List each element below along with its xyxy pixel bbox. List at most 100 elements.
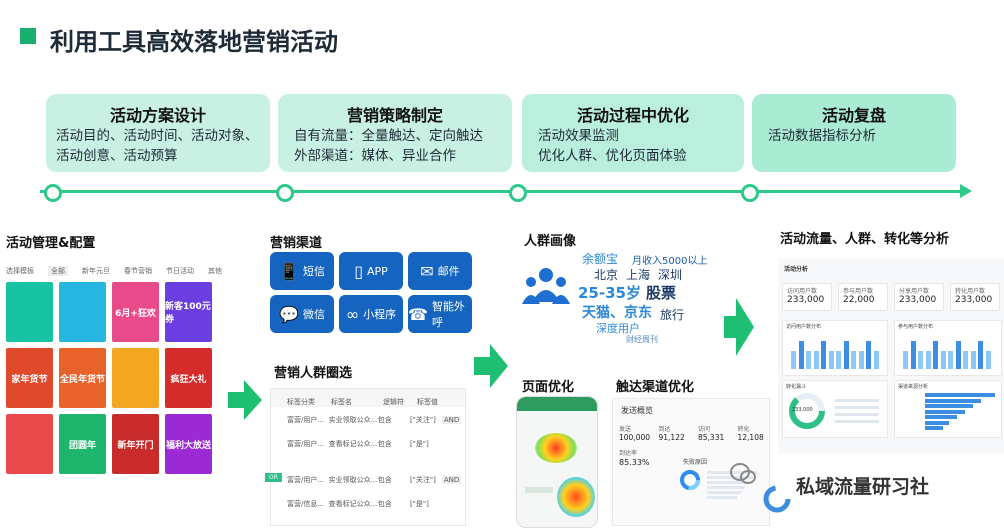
chart-bar — [813, 351, 819, 369]
word: 天猫、京东 — [582, 305, 652, 321]
hbar — [925, 426, 943, 430]
table-row: 富营/信息...查看标记公众...包含["是"] — [271, 493, 465, 515]
table-row: 富营/用户...实业领取公众...包含["关注"]AND — [271, 467, 465, 493]
channel-tile[interactable]: ☎智能外呼 — [408, 295, 472, 333]
phone-header — [517, 397, 597, 411]
metric-value: 85,331 — [698, 433, 725, 442]
word: 上海 — [626, 268, 651, 282]
chart-bar — [955, 341, 961, 369]
funnel-donut — [789, 393, 825, 429]
template-thumbnail[interactable]: 福利大放送 — [165, 414, 212, 474]
chart-bar — [798, 341, 804, 369]
template-thumbnail[interactable] — [6, 414, 53, 474]
table-row: 富营/用户...实业领取公众...包含["关注"]AND — [271, 407, 465, 433]
channel-label: 小程序 — [363, 308, 397, 321]
brand-logo-icon — [730, 462, 756, 486]
table-cell: ["关注"] — [409, 476, 436, 484]
donut-value: 233,000 — [792, 407, 813, 413]
or-badge[interactable]: OR — [265, 473, 282, 482]
word: 余额宝 — [582, 252, 619, 266]
chart-bar — [903, 351, 908, 369]
heatspot — [535, 433, 577, 463]
template-thumbnail[interactable]: 团圆年 — [59, 414, 106, 474]
kpi-value: 233,000 — [955, 295, 993, 305]
panel-title: 参与用户数分布 — [898, 324, 934, 330]
template-thumbnail[interactable] — [6, 282, 53, 342]
table-cell: 实业领取公众... — [328, 476, 378, 484]
flow-arrow-icon — [228, 380, 262, 420]
kpi-label: 分享用户数 — [899, 288, 930, 295]
legend-row — [835, 413, 879, 416]
send-overview-label: 发送概览 — [621, 406, 653, 415]
channel-tile[interactable]: ∞小程序 — [339, 295, 403, 333]
analysis-title: 活动流量、人群、转化等分析 — [780, 232, 950, 247]
timeline-arrow-icon — [960, 184, 972, 198]
kpi-label: 参与用户数 — [843, 288, 874, 295]
chart-bar — [828, 351, 834, 369]
chart-bar — [918, 351, 923, 369]
table-cell: ["关注"] — [409, 416, 436, 424]
tab-spring[interactable]: 春节营销 — [124, 267, 152, 275]
channel-tile[interactable]: ✉邮件 — [408, 252, 472, 290]
phase-heading: 活动复盘 — [821, 106, 886, 125]
timeline-dot — [509, 184, 527, 202]
header-category: 标签分类 — [287, 398, 315, 406]
word: 深度用户 — [596, 322, 640, 335]
channel-tile[interactable]: ▯APP — [339, 252, 403, 290]
table-cell: AND — [442, 476, 461, 484]
table-cell: 富营/用户... — [287, 416, 325, 424]
channel-icon: ✉ — [420, 261, 434, 281]
metric-label: 访问 — [698, 426, 711, 433]
timeline-dot — [741, 184, 759, 202]
chart-panel: 访问用户数分布 — [782, 320, 888, 376]
word: 旅行 — [660, 308, 685, 322]
page-opt-title: 页面优化 — [522, 380, 575, 395]
template-thumbnail[interactable] — [112, 348, 159, 408]
channel-label: APP — [367, 264, 388, 278]
metric-value: 12,108 — [737, 433, 764, 442]
channel-label: 智能外呼 — [431, 300, 465, 329]
flow-arrow-icon — [724, 298, 754, 356]
legend-row — [835, 399, 879, 402]
table-cell: 富营/用户... — [287, 440, 325, 448]
table-cell: AND — [442, 416, 461, 424]
template-thumbnail[interactable] — [59, 282, 106, 342]
tab-all[interactable]: 全部 — [48, 266, 68, 276]
phase-line: 活动创意、活动预算 — [56, 148, 178, 164]
panel-title: 访问用户数分布 — [786, 324, 822, 330]
channel-tile[interactable]: 📱短信 — [270, 252, 334, 290]
tab-festival[interactable]: 节日活动 — [166, 267, 194, 275]
channel-tile[interactable]: 💬微信 — [270, 295, 334, 333]
dashboard-header: 活动分析 — [784, 266, 809, 273]
hbar — [925, 409, 965, 414]
rate-label: 到达率 — [619, 450, 638, 457]
fail-row — [707, 496, 737, 499]
metric-value: 91,122 — [658, 433, 685, 442]
tab-newyear[interactable]: 新年元旦 — [82, 267, 110, 275]
header-op: 逻辑符 — [383, 398, 404, 406]
template-thumbnail[interactable]: 6月+狂欢 — [112, 282, 159, 342]
kpi-value: 233,000 — [899, 295, 937, 305]
page-title: 利用工具高效落地营销活动 — [50, 28, 338, 56]
template-thumbnail[interactable]: 新年开门 — [112, 414, 159, 474]
tab-other[interactable]: 其他 — [208, 267, 222, 275]
mgmt-tabs: 选择模板 全部 新年元旦 春节营销 节日活动 其他 — [6, 266, 226, 276]
phase-line: 活动目的、活动时间、活动对象、 — [56, 128, 259, 144]
word: 股票 — [646, 284, 677, 302]
title-marker — [20, 28, 36, 44]
template-thumbnail[interactable]: 新客100元券 — [165, 282, 212, 342]
header-tag: 标签名 — [331, 398, 352, 406]
template-thumbnail[interactable]: 疯狂大礼 — [165, 348, 212, 408]
channel-icon: ☎ — [408, 304, 428, 324]
template-thumbnail[interactable]: 家年货节 — [6, 348, 53, 408]
template-thumbnail[interactable]: 全民年货节 — [59, 348, 106, 408]
fail-row — [707, 486, 745, 489]
timeline-line — [40, 190, 966, 193]
chart-bar — [836, 351, 841, 369]
chart-bar — [948, 351, 953, 369]
phase-line: 自有流量：全量触达、定向触达 — [294, 128, 483, 144]
tab-select-template[interactable]: 选择模板 — [6, 267, 34, 275]
